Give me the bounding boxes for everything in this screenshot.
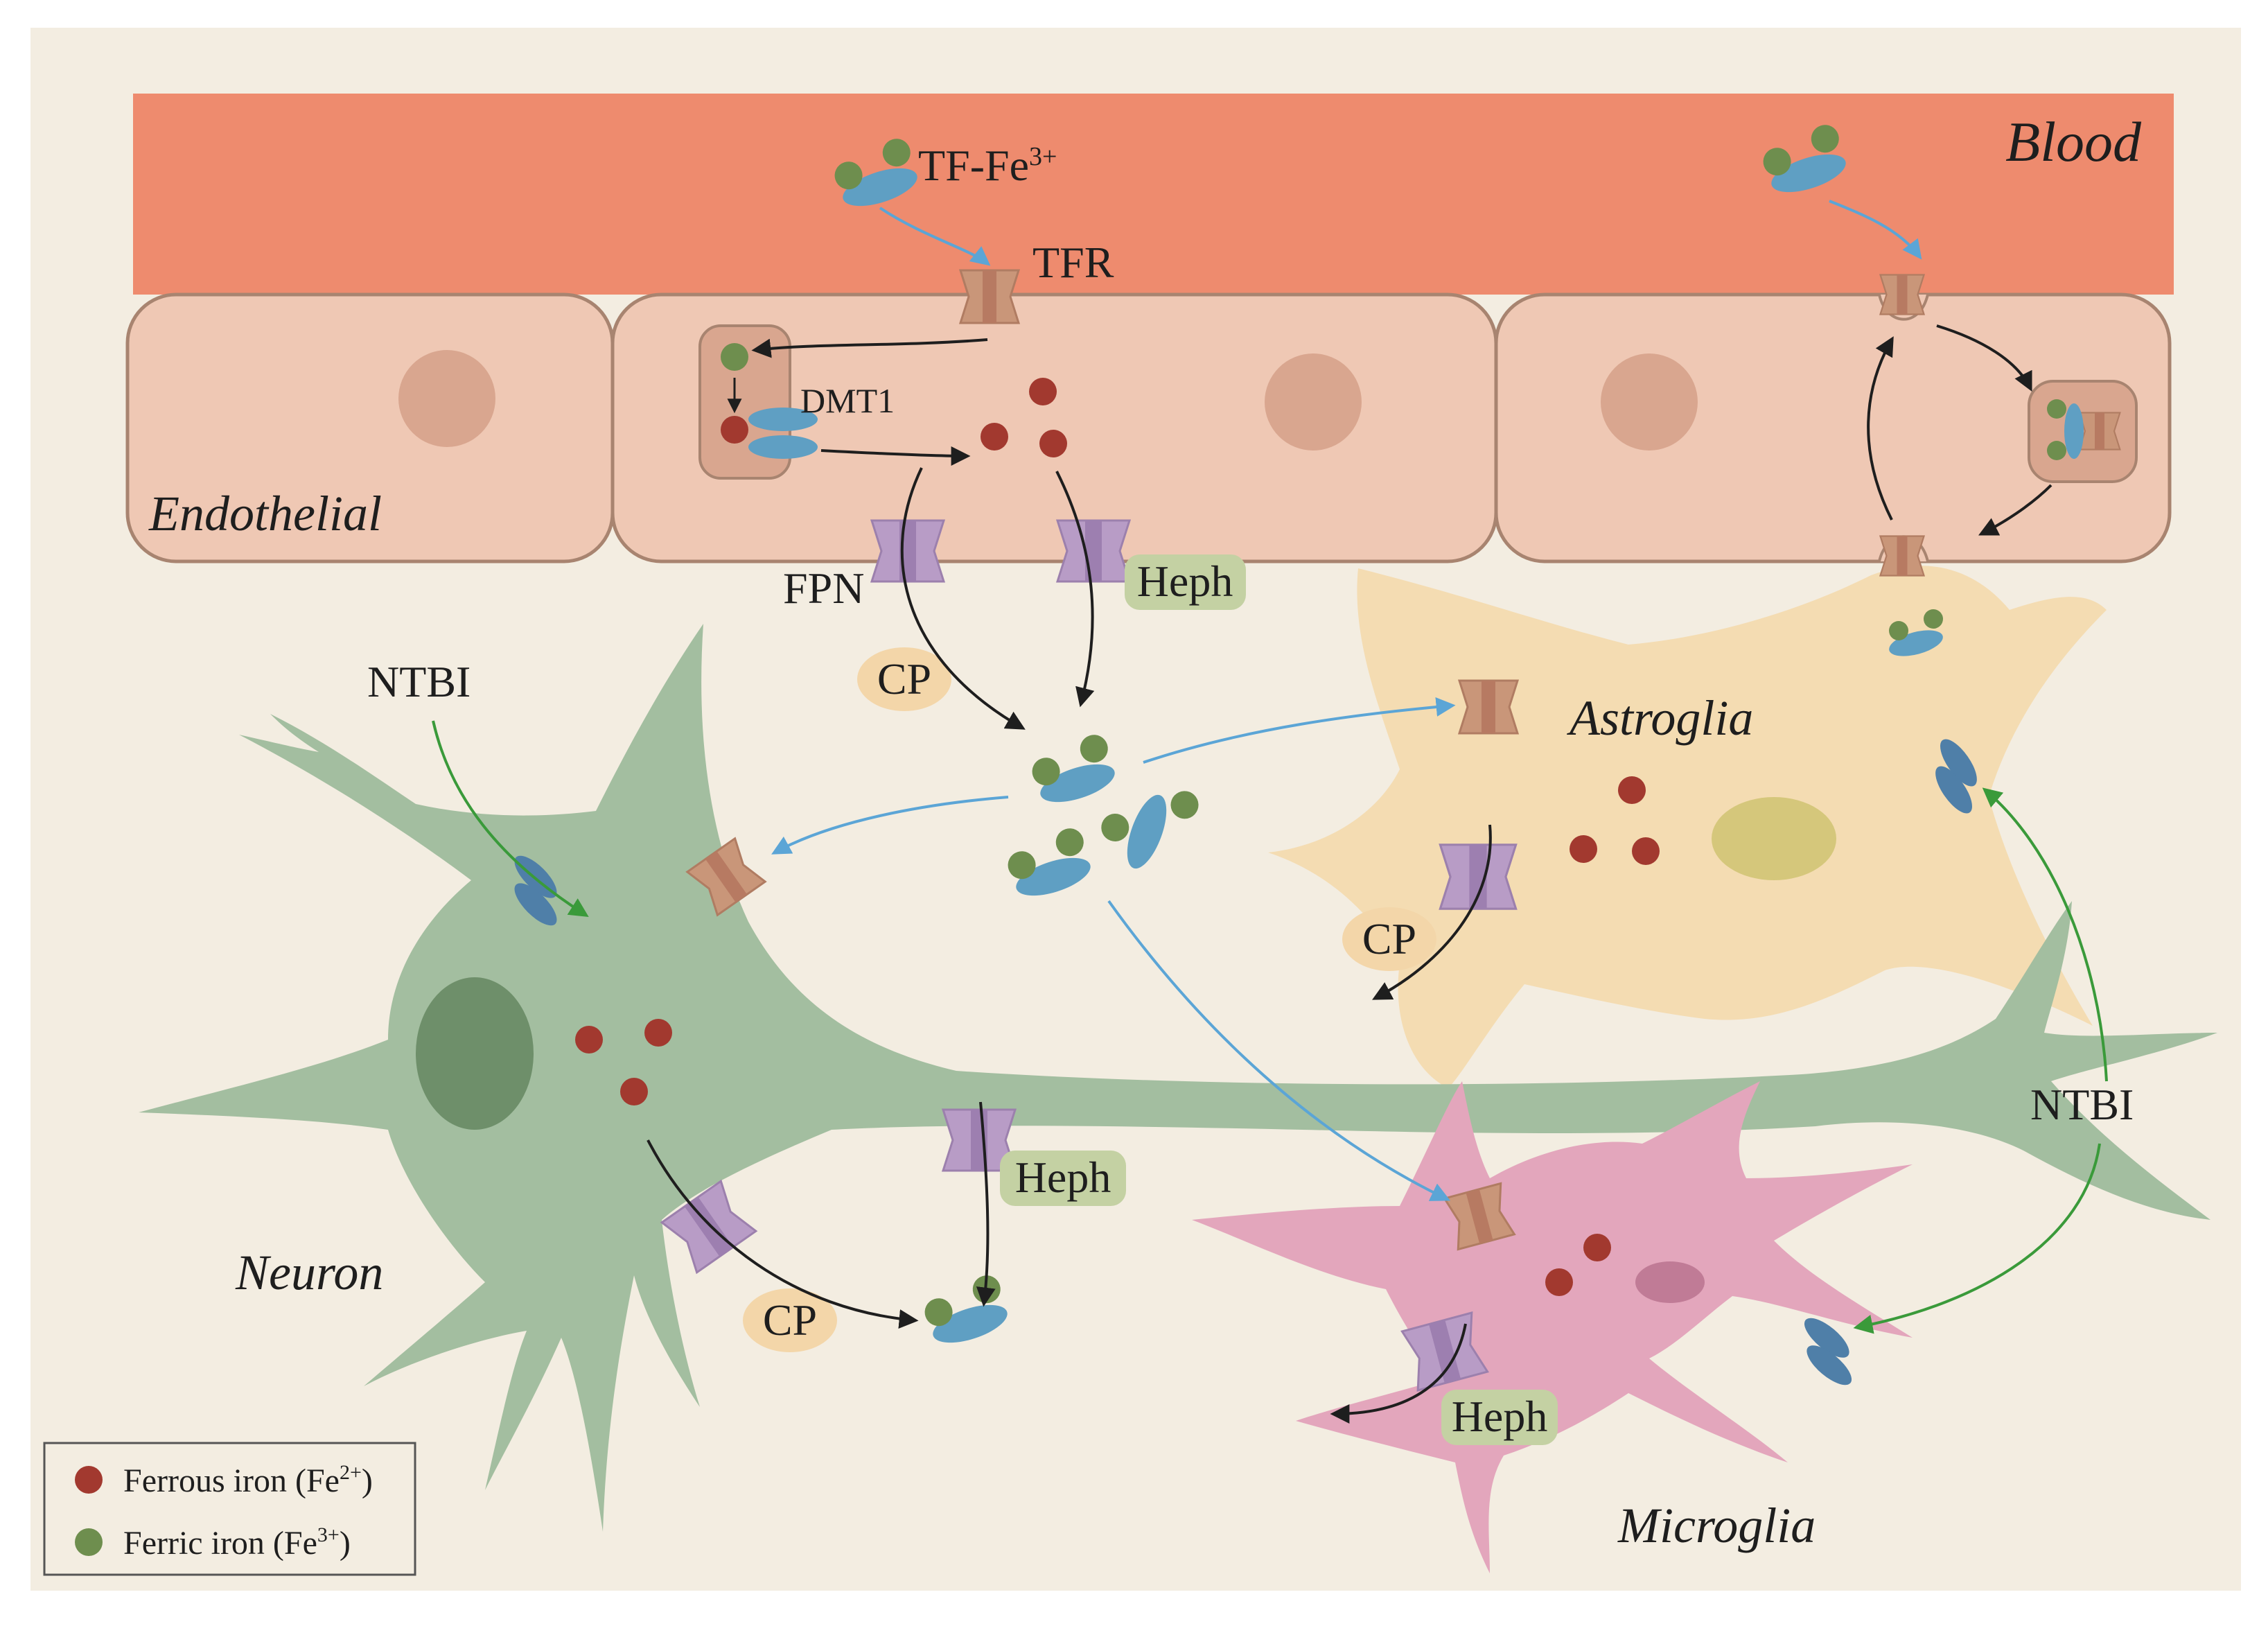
astroglia-efflux-arrow [1372, 824, 1492, 1000]
tfr-receptor [1879, 274, 1925, 315]
legend-ferric-label: Ferric iron (Fe3+) [123, 1523, 351, 1562]
fpn-efflux-arrow [900, 467, 1026, 730]
blood-label: Blood [2005, 110, 2142, 173]
heph-label: Heph [1137, 557, 1233, 606]
nucleus-endothelial-2 [1265, 353, 1362, 451]
tf-uptake-arrow [771, 796, 1009, 855]
dmt1-transporter-upper [748, 408, 818, 431]
tf-uptake-arrow [1107, 900, 1451, 1201]
heph-badge [1000, 1151, 1126, 1206]
ferrous-iron-dot [721, 416, 748, 444]
heph-badge [1441, 1390, 1558, 1445]
ferrous-iron-dot [1029, 378, 1057, 405]
ferric-iron-dot [2047, 441, 2066, 460]
transcytosis-arrow [1867, 336, 1894, 521]
ntbi-label: NTBI [2030, 1080, 2134, 1129]
ferrous-iron-dot [1545, 1268, 1573, 1296]
microglia-efflux-arrow [1330, 1323, 1467, 1424]
ferric-iron-dot [1924, 609, 1943, 629]
ferric-iron-dot [721, 343, 748, 371]
transcytosis-arrow [1978, 484, 2052, 536]
transferrin-iron-complex [1101, 791, 1199, 869]
ferrous-iron-dot [1570, 835, 1597, 863]
tfr-receptor [1879, 535, 1925, 577]
tfr-receptor [2078, 412, 2121, 451]
nucleus-endothelial-3 [1601, 353, 1698, 451]
cp-label: CP [1362, 914, 1416, 963]
ferrous-iron-dot [1618, 776, 1646, 804]
neuron-nucleus [416, 977, 534, 1130]
heph-badge [1125, 554, 1246, 610]
tfr-astroglia [1458, 679, 1519, 735]
ferrous-iron-dot [981, 423, 1008, 451]
dmt1-label: DMT1 [800, 381, 895, 420]
ferrous-iron-dot [575, 1026, 603, 1054]
ntbi-uptake-arrow [1982, 787, 2108, 1082]
fpn-efflux-arrow [1055, 471, 1095, 708]
neuron-label: Neuron [235, 1245, 383, 1300]
nucleus-endothelial-1 [398, 350, 495, 447]
heph-label: Heph [1452, 1392, 1548, 1441]
microglia-cell [1192, 1081, 1913, 1573]
transcytosis-arrow [1936, 324, 2032, 392]
cp-badge [743, 1288, 837, 1352]
ntbi-uptake-arrow [1853, 1143, 2101, 1334]
ferric-iron-swatch [75, 1528, 103, 1556]
astroglia-label: Astroglia [1567, 690, 1753, 746]
astroglia-nucleus [1712, 797, 1836, 880]
heph-label: Heph [1015, 1153, 1111, 1202]
neuron-cell [139, 624, 2217, 1532]
legend-box [43, 1442, 416, 1576]
cp-badge [1342, 907, 1436, 971]
ferric-iron-dot [2047, 399, 2066, 419]
neuron-efflux-arrow [976, 1101, 996, 1307]
tfr-label: TFR [1032, 238, 1114, 287]
fpn-label: FPN [783, 563, 864, 613]
microglia-nucleus [1635, 1261, 1705, 1303]
cp-badge [857, 647, 951, 711]
neuron-efflux-arrow [647, 1139, 919, 1329]
endocytosis-arrow [751, 338, 988, 358]
cp-label: CP [763, 1295, 817, 1345]
endothelial-label: Endothelial [148, 486, 382, 541]
cp-label: CP [877, 654, 931, 703]
ntbi-label: NTBI [367, 657, 471, 706]
tf-binding-arrow [879, 207, 991, 266]
tf-binding-arrow [1829, 200, 1922, 260]
tf-fe-label: TF-Fe3+ [918, 141, 1057, 190]
ferric-iron-dot [1889, 621, 1908, 640]
ferrous-iron-dot [1632, 837, 1660, 865]
dmt1-export-arrow [820, 446, 971, 466]
ferrous-iron-dot [644, 1019, 672, 1047]
fpn-astroglia [1439, 843, 1518, 910]
ferrous-iron-swatch [75, 1466, 103, 1494]
tfr-receptor [959, 269, 1020, 324]
transferrin [2064, 403, 2084, 459]
ntbi-uptake-arrow [432, 720, 589, 918]
fpn-transporter [870, 519, 945, 583]
ferrous-iron-dot [620, 1078, 648, 1105]
microglia-label: Microglia [1617, 1498, 1816, 1553]
dmt1-transporter-lower [748, 435, 818, 459]
ferrous-iron-dot [1583, 1234, 1611, 1261]
legend-ferrous-label: Ferrous iron (Fe2+) [123, 1461, 373, 1499]
tf-uptake-arrow [1143, 697, 1456, 764]
legend: Ferrous iron (Fe2+) Ferric iron (Fe3+) [43, 1442, 416, 1576]
ferrous-iron-dot [1039, 430, 1067, 457]
fpn-transporter [1056, 519, 1131, 583]
blood-region [133, 94, 2174, 295]
